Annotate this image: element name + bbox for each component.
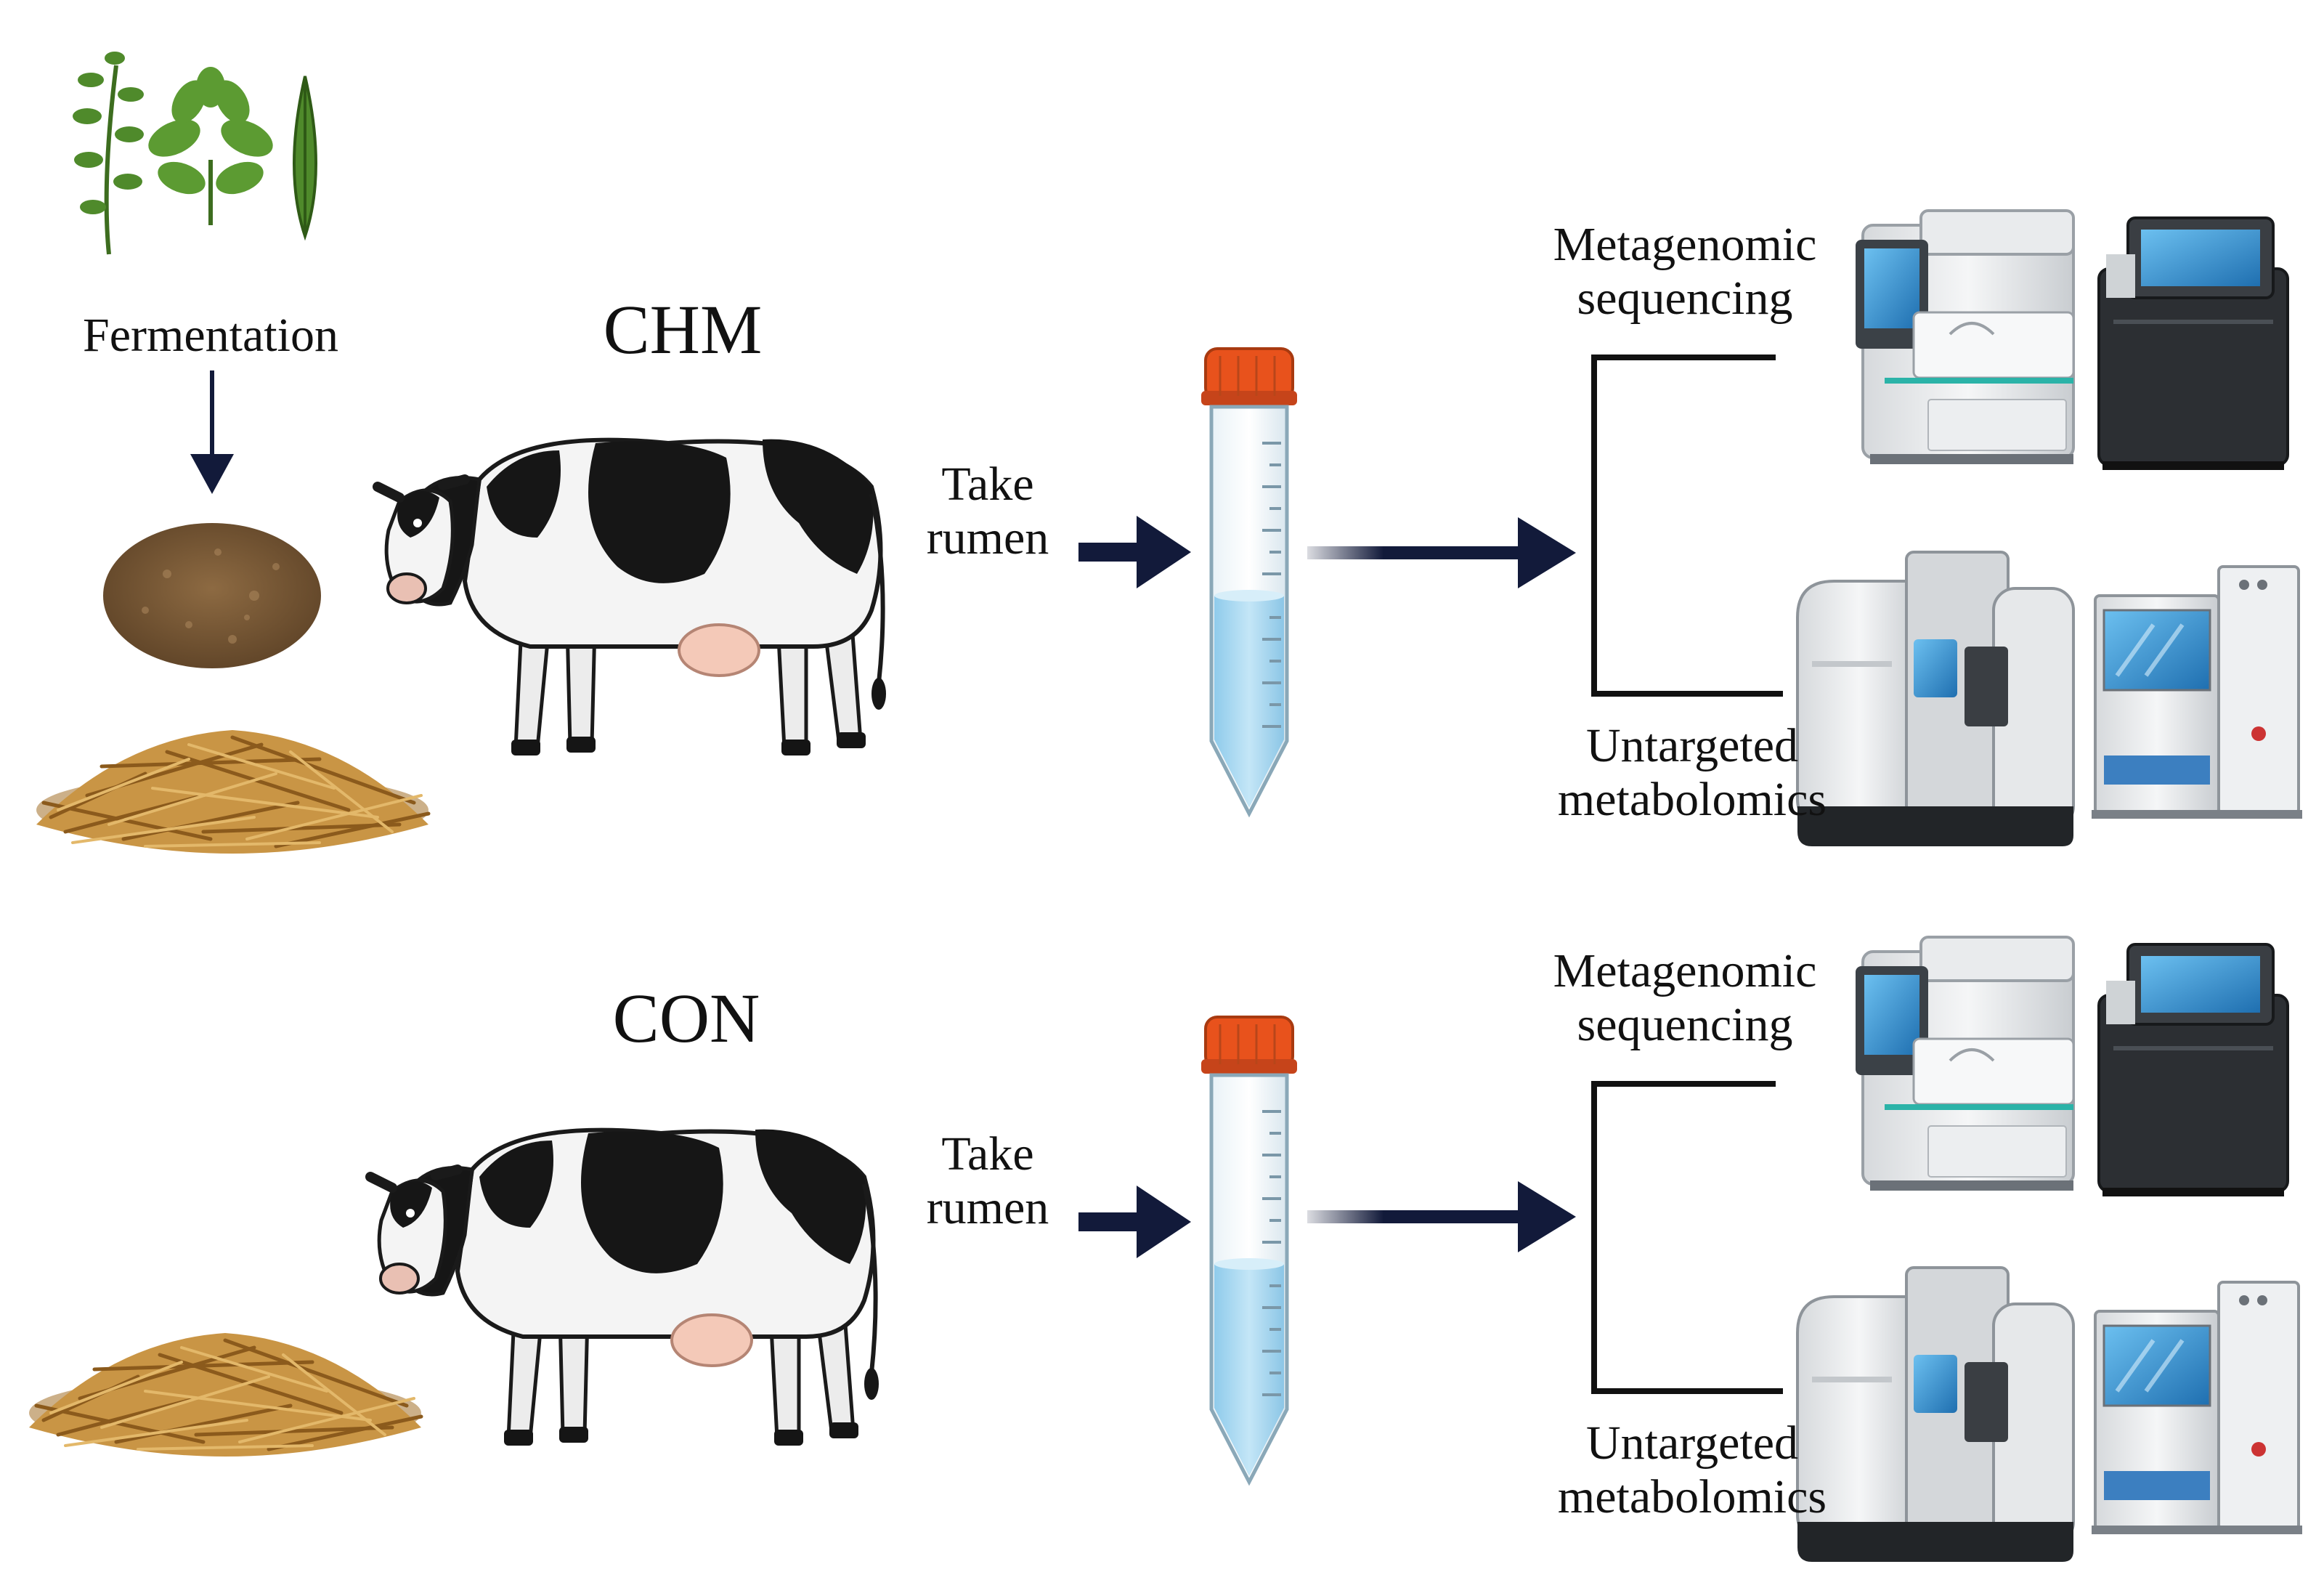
chromatograph-icon [2092,567,2302,819]
fermentation-arrow-head [190,454,234,494]
omics-bracket [1591,355,1783,697]
fermentation-label: Fermentation [83,309,338,362]
metagenomic-line1: Metagenomic [1553,218,1817,271]
chromatograph-icon [2092,1282,2302,1534]
take-rumen-arrow [1078,1186,1191,1258]
herb-rosette-icon [148,67,273,225]
group-label-chm: CHM [603,291,763,368]
take-rumen-label: Take rumen [886,458,1089,565]
sample-tube-icon [1201,1017,1297,1482]
metagenomic-sequencing-label: Metagenomic sequencing [1532,944,1837,1052]
take-rumen-arrow [1078,516,1191,588]
hay-pile-icon [36,730,428,854]
group-label-con: CON [612,979,760,1057]
sequencer-icon [1854,209,2075,466]
herb-leaf-icon [293,76,317,241]
take-rumen-line1: Take [941,458,1034,511]
sample-tube-icon [1201,349,1297,814]
omics-bracket [1591,1081,1783,1394]
analysis-arrow [1307,517,1576,588]
holstein-cow-icon [370,1130,879,1446]
fermented-feed-icon [103,523,321,668]
metabolomics-line1: Untargeted [1585,719,1798,772]
metagenomic-line2: sequencing [1577,997,1793,1051]
holstein-cow-icon [378,439,886,755]
metabolomics-line2: metabolomics [1557,772,1827,826]
metabolomics-line2: metabolomics [1557,1470,1827,1523]
metagenomic-line1: Metagenomic [1553,944,1817,997]
hay-pile-icon [29,1333,421,1457]
sequencer-icon [1854,936,2075,1192]
analysis-arrow [1307,1181,1576,1252]
untargeted-metabolomics-label: Untargeted metabolomics [1525,1417,1859,1524]
herb-sprig-icon [73,52,144,255]
metabolomics-line1: Untargeted [1585,1417,1798,1470]
metagenomic-sequencing-label: Metagenomic sequencing [1532,218,1837,325]
metagenomic-line2: sequencing [1577,271,1793,325]
take-rumen-line2: rumen [926,511,1049,564]
take-rumen-label: Take rumen [886,1127,1089,1235]
take-rumen-line2: rumen [926,1180,1049,1234]
untargeted-metabolomics-label: Untargeted metabolomics [1525,719,1859,827]
take-rumen-line1: Take [941,1127,1034,1180]
sequencer-dark-icon [2097,216,2289,471]
sequencer-dark-icon [2097,943,2289,1198]
